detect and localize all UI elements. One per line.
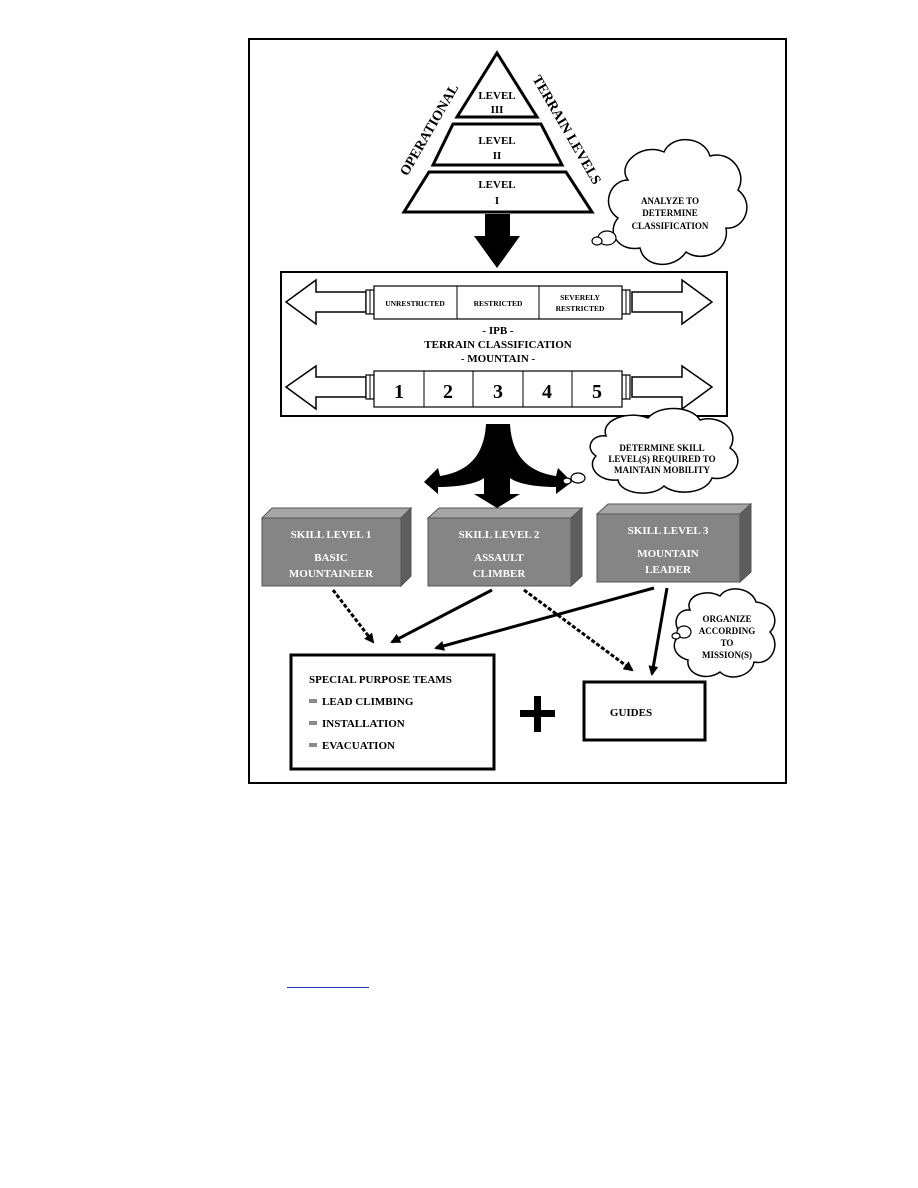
skill-1-line-1: BASIC bbox=[314, 552, 348, 564]
skill-1-title: SKILL LEVEL 1 bbox=[291, 529, 372, 541]
skill-3-title: SKILL LEVEL 3 bbox=[628, 525, 709, 537]
diagram-frame bbox=[248, 38, 787, 784]
pyramid-tier-level-1 bbox=[401, 170, 595, 214]
cloud-determine: DETERMINE SKILL LEVEL(S) REQUIRED TO MAI… bbox=[562, 407, 739, 494]
cloud-analyze-line-3: CLASSIFICATION bbox=[632, 221, 709, 231]
cloud-organize-line-3: TO bbox=[721, 638, 734, 648]
skill-3-line-1: MOUNTAIN bbox=[637, 548, 699, 560]
skill-3-line-2: LEADER bbox=[645, 564, 692, 576]
cloud-organize-line-2: ACCORDING bbox=[699, 626, 756, 636]
cloud-analyze-line-1: ANALYZE TO bbox=[641, 196, 699, 206]
classification-number-3: 3 bbox=[493, 381, 503, 403]
skill-2-title: SKILL LEVEL 2 bbox=[459, 529, 540, 541]
pyramid-level-3-numeral: III bbox=[491, 104, 504, 116]
pyramid-level-2-label: LEVEL bbox=[478, 135, 515, 147]
ipb-title-line-2: TERRAIN CLASSIFICATION bbox=[424, 339, 571, 351]
cloud-determine-line-1: DETERMINE SKILL bbox=[619, 443, 704, 453]
ipb-title-line-1: - IPB - bbox=[482, 325, 514, 337]
pyramid-level-1-label: LEVEL bbox=[478, 179, 515, 191]
cloud-determine-line-2: LEVEL(S) REQUIRED TO bbox=[608, 454, 715, 464]
category-restricted: RESTRICTED bbox=[474, 299, 523, 308]
pyramid-level-1-numeral: I bbox=[495, 195, 499, 207]
pyramid-tier-level-3 bbox=[454, 50, 540, 119]
cloud-organize-line-4: MISSION(S) bbox=[702, 650, 752, 660]
ipb-box: UNRESTRICTED RESTRICTED SEVERELY RESTRIC… bbox=[280, 271, 728, 417]
skill-1-line-2: MOUNTAINEER bbox=[289, 568, 374, 580]
classification-number-5: 5 bbox=[592, 381, 602, 403]
teams-bullet-1 bbox=[309, 699, 317, 703]
footer-link[interactable] bbox=[287, 967, 369, 988]
category-severely-line-2: RESTRICTED bbox=[556, 304, 605, 313]
teams-bullet-3 bbox=[309, 743, 317, 747]
teams-item-evacuation: EVACUATION bbox=[322, 740, 395, 752]
cloud-determine-line-3: MAINTAIN MOBILITY bbox=[614, 465, 711, 475]
classification-number-2: 2 bbox=[443, 381, 453, 403]
connector-arrows bbox=[331, 586, 669, 676]
pyramid: LEVEL III LEVEL II LEVEL I OPERATIONAL T… bbox=[398, 50, 603, 214]
category-unrestricted: UNRESTRICTED bbox=[385, 299, 445, 308]
ipb-title-line-3: - MOUNTAIN - bbox=[461, 353, 536, 365]
pyramid-tier-level-2 bbox=[430, 122, 565, 167]
classification-number-4: 4 bbox=[542, 381, 552, 403]
right-arrow-lower bbox=[631, 364, 714, 411]
arrow-skill3-to-guides bbox=[648, 587, 669, 676]
guides-box: GUIDES bbox=[582, 680, 707, 742]
split-arrow bbox=[424, 424, 572, 508]
right-arrow-upper bbox=[631, 278, 714, 326]
cloud-organize-line-1: ORGANIZE bbox=[702, 614, 751, 624]
arrow-skill2-to-teams bbox=[390, 588, 493, 644]
arrow-skill2-to-guides bbox=[523, 588, 634, 672]
pyramid-level-2-numeral: II bbox=[493, 150, 502, 162]
teams-item-lead-climbing: LEAD CLIMBING bbox=[322, 696, 414, 708]
classification-number-1: 1 bbox=[394, 381, 404, 403]
skill-block-2: SKILL LEVEL 2 ASSAULT CLIMBER bbox=[426, 506, 584, 588]
special-purpose-teams-box: SPECIAL PURPOSE TEAMS LEAD CLIMBING INST… bbox=[289, 653, 496, 771]
arrow-skill1-to-teams bbox=[331, 589, 375, 644]
cloud-analyze-line-2: DETERMINE bbox=[642, 208, 698, 218]
arrow-skill3-to-teams bbox=[434, 586, 655, 651]
pyramid-down-arrow bbox=[474, 214, 520, 268]
skill-2-line-2: CLIMBER bbox=[473, 568, 527, 580]
plus-sign: + bbox=[520, 696, 555, 732]
teams-bullet-2 bbox=[309, 721, 317, 725]
category-severely-line-1: SEVERELY bbox=[560, 293, 600, 302]
cloud-analyze: ANALYZE TO DETERMINE CLASSIFICATION bbox=[591, 138, 748, 266]
guides-label: GUIDES bbox=[610, 707, 652, 719]
teams-title: SPECIAL PURPOSE TEAMS bbox=[309, 674, 452, 686]
cloud-organize: ORGANIZE ACCORDING TO MISSION(S) bbox=[671, 588, 776, 678]
skill-block-3: SKILL LEVEL 3 MOUNTAIN LEADER bbox=[595, 502, 753, 584]
pyramid-level-3-label: LEVEL bbox=[478, 90, 515, 102]
teams-item-installation: INSTALLATION bbox=[322, 718, 405, 730]
skill-2-line-1: ASSAULT bbox=[474, 552, 524, 564]
skill-block-1: SKILL LEVEL 1 BASIC MOUNTAINEER bbox=[260, 506, 413, 588]
